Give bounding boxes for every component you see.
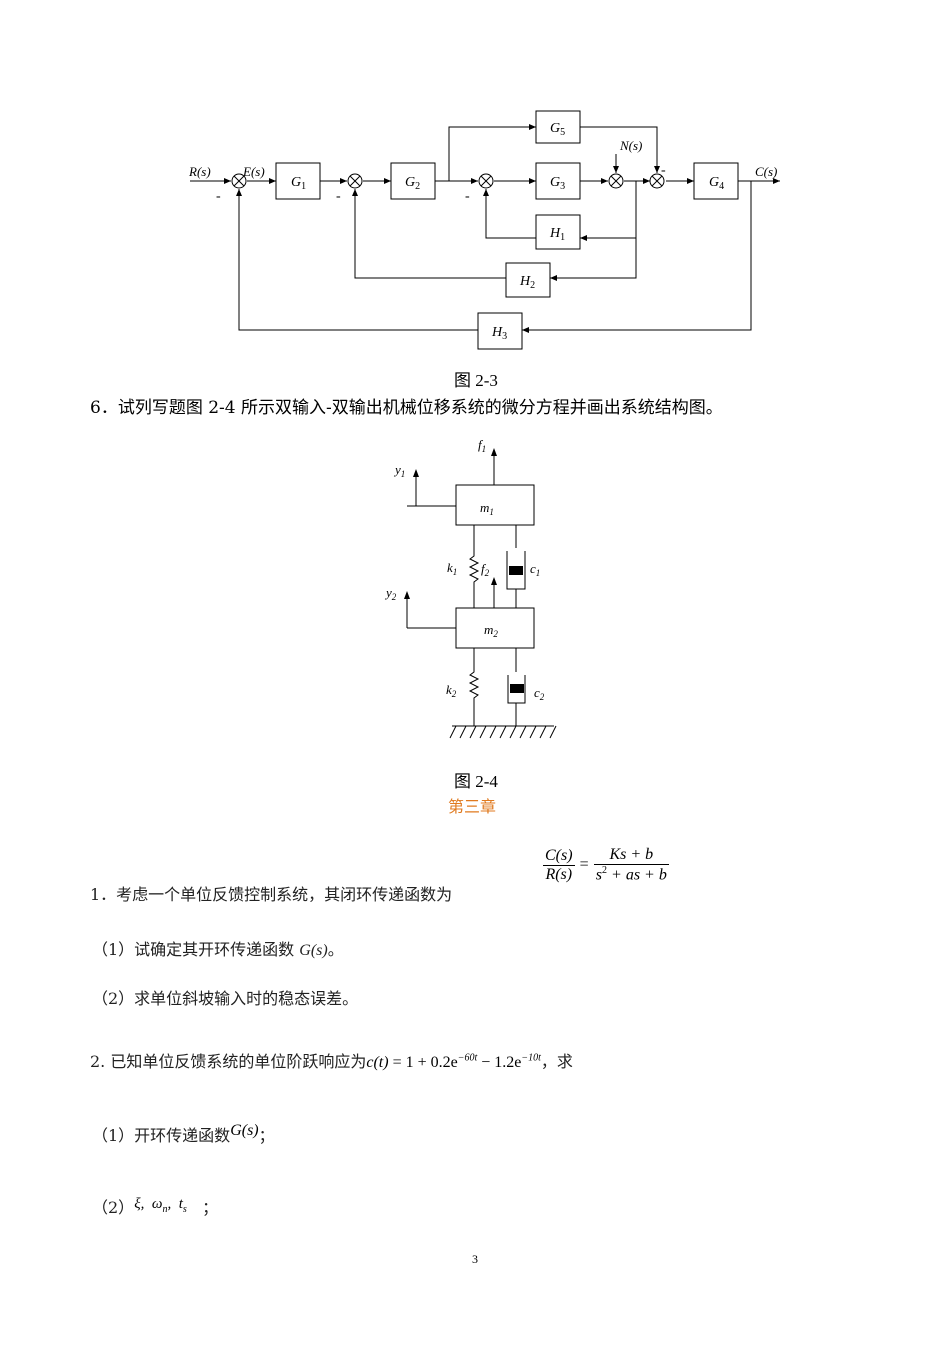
label-y1: y1 xyxy=(393,462,405,479)
summing-junction-4 xyxy=(608,173,624,189)
label-m2: m2 xyxy=(484,622,498,639)
summing-junction-2 xyxy=(347,173,363,189)
block-H2-label: H2 xyxy=(519,274,535,291)
label-f1: f1 xyxy=(478,437,486,454)
block-G5-label: G5 xyxy=(550,121,565,138)
label-R-s: R(s) xyxy=(188,164,211,179)
figure-2-3-caption: 图 2-3 xyxy=(454,371,498,390)
question-3-1-part-1: （1）试确定其开环传递函数 G(s)。 xyxy=(92,940,344,959)
ground-hatch xyxy=(449,725,557,739)
label-f2: f2 xyxy=(481,561,490,578)
block-H1-label: H1 xyxy=(549,226,565,243)
arrowheads xyxy=(224,124,780,333)
summing-junction-3 xyxy=(478,173,494,189)
label-E-s: E(s) xyxy=(242,164,265,179)
label-k1: k1 xyxy=(447,560,457,577)
lhs-fraction: C(s) R(s) xyxy=(543,846,575,883)
rhs-fraction: Ks + b s2 + as + b xyxy=(593,846,669,884)
label-k2: k2 xyxy=(446,682,457,699)
closed-loop-transfer-function: C(s) R(s) = Ks + b s2 + as + b xyxy=(543,846,669,884)
figure-2-4-caption: 图 2-4 xyxy=(454,772,498,791)
block-G3-label: G3 xyxy=(550,175,565,192)
label-N-s: N(s) xyxy=(619,138,642,153)
minus-sign-3: - xyxy=(465,189,470,204)
block-diagram-fig-2-3: R(s) E(s) C(s) N(s) - - - - G1 G2 G3 G4 … xyxy=(188,110,780,350)
minus-sign-1: - xyxy=(216,189,221,204)
question-3-2-text: 2. 已知单位反馈系统的单位阶跃响应为c(t) = 1 + 0.2e−60t −… xyxy=(90,1052,573,1071)
page-number: 3 xyxy=(472,1252,478,1266)
label-c1: c1 xyxy=(530,561,540,578)
question-3-2-part-1: （1）开环传递函数G(s)； xyxy=(92,1122,275,1145)
damper-c2-piston xyxy=(510,684,524,693)
mechanical-system-fig-2-4: f1 y1 m1 k1 f2 c1 y2 m2 k2 c2 xyxy=(384,437,557,739)
step-response-expression: c(t) = 1 + 0.2e−60t − 1.2e−10t xyxy=(366,1052,541,1071)
block-G2-label: G2 xyxy=(405,175,420,192)
summing-junction-1 xyxy=(231,173,247,189)
question-3-2-part-2: （2）ξ, ωn, ts ； xyxy=(92,1196,219,1217)
label-c2: c2 xyxy=(534,685,545,702)
chapter-3-heading: 第三章 xyxy=(448,797,497,816)
question-6-text: 6．试列写题图 2-4 所示双输入-双输出机械位移系统的微分方程并画出系统结构图… xyxy=(90,398,723,418)
label-y2: y2 xyxy=(384,585,397,602)
label-C-s: C(s) xyxy=(755,164,777,179)
question-3-1-part-2: （2）求单位斜坡输入时的稳态误差。 xyxy=(92,989,359,1008)
block-H3-label: H3 xyxy=(491,325,507,342)
question-3-1-text: 1．考虑一个单位反馈控制系统，其闭环传递函数为 xyxy=(90,885,453,904)
minus-sign-2: - xyxy=(336,189,341,204)
block-G4-label: G4 xyxy=(709,175,724,192)
damper-c1-piston xyxy=(509,566,523,575)
minus-sign-4: - xyxy=(661,163,666,178)
block-G1-label: G1 xyxy=(291,175,306,192)
label-m1: m1 xyxy=(480,500,494,517)
